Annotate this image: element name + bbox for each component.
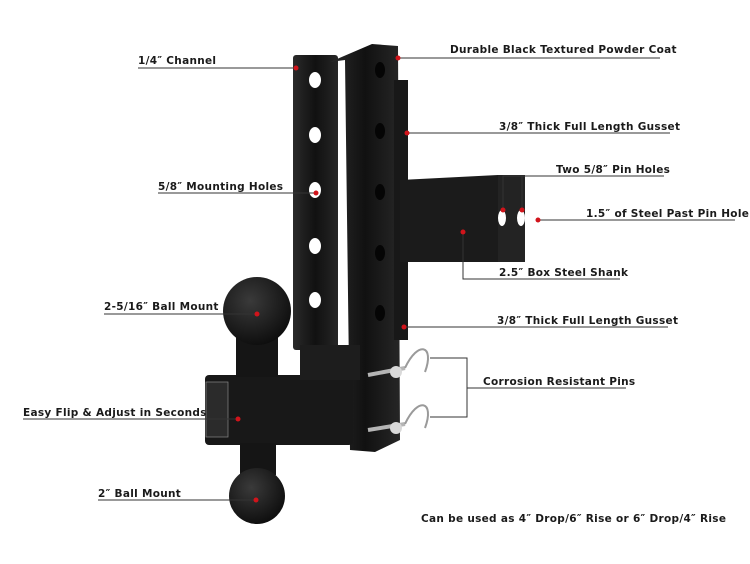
callout-lines — [23, 57, 735, 501]
callout-dots — [235, 55, 541, 503]
label-ball-mount-small: 2″ Ball Mount — [98, 488, 181, 500]
ball-mount-slide — [300, 345, 360, 380]
mounting-holes — [309, 72, 321, 308]
label-pins: Corrosion Resistant Pins — [483, 376, 635, 388]
label-powder-coat: Durable Black Textured Powder Coat — [450, 44, 677, 56]
label-channel: 1/4″ Channel — [138, 55, 216, 67]
label-steel-past: 1.5″ of Steel Past Pin Hole — [586, 208, 749, 220]
brand-plate — [205, 381, 229, 438]
label-flip-adjust: Easy Flip & Adjust in Seconds — [23, 407, 207, 419]
label-box-shank: 2.5″ Box Steel Shank — [499, 267, 629, 279]
ball-small — [229, 468, 285, 524]
pin-hole-1 — [498, 210, 506, 226]
ball-mount-block — [205, 375, 353, 445]
hitch-product — [205, 44, 525, 524]
label-gusset-top: 3/8″ Thick Full Length Gusset — [499, 121, 680, 133]
pin-hole-2 — [517, 210, 525, 226]
pin-upper — [367, 348, 430, 378]
label-ball-mount-large: 2-5/16″ Ball Mount — [104, 301, 219, 313]
box-shank — [400, 175, 525, 262]
pin-lower — [367, 404, 430, 434]
label-gusset-bottom: 3/8″ Thick Full Length Gusset — [497, 315, 678, 327]
channel-back-plate — [293, 55, 338, 350]
footer-note: Can be used as 4″ Drop/6″ Rise or 6″ Dro… — [421, 513, 726, 525]
channel-front-plate — [330, 44, 400, 452]
ball-large — [223, 277, 291, 345]
front-holes — [375, 62, 385, 321]
label-mounting-holes: 5/8″ Mounting Holes — [158, 181, 283, 193]
label-pin-holes: Two 5/8″ Pin Holes — [556, 164, 670, 176]
